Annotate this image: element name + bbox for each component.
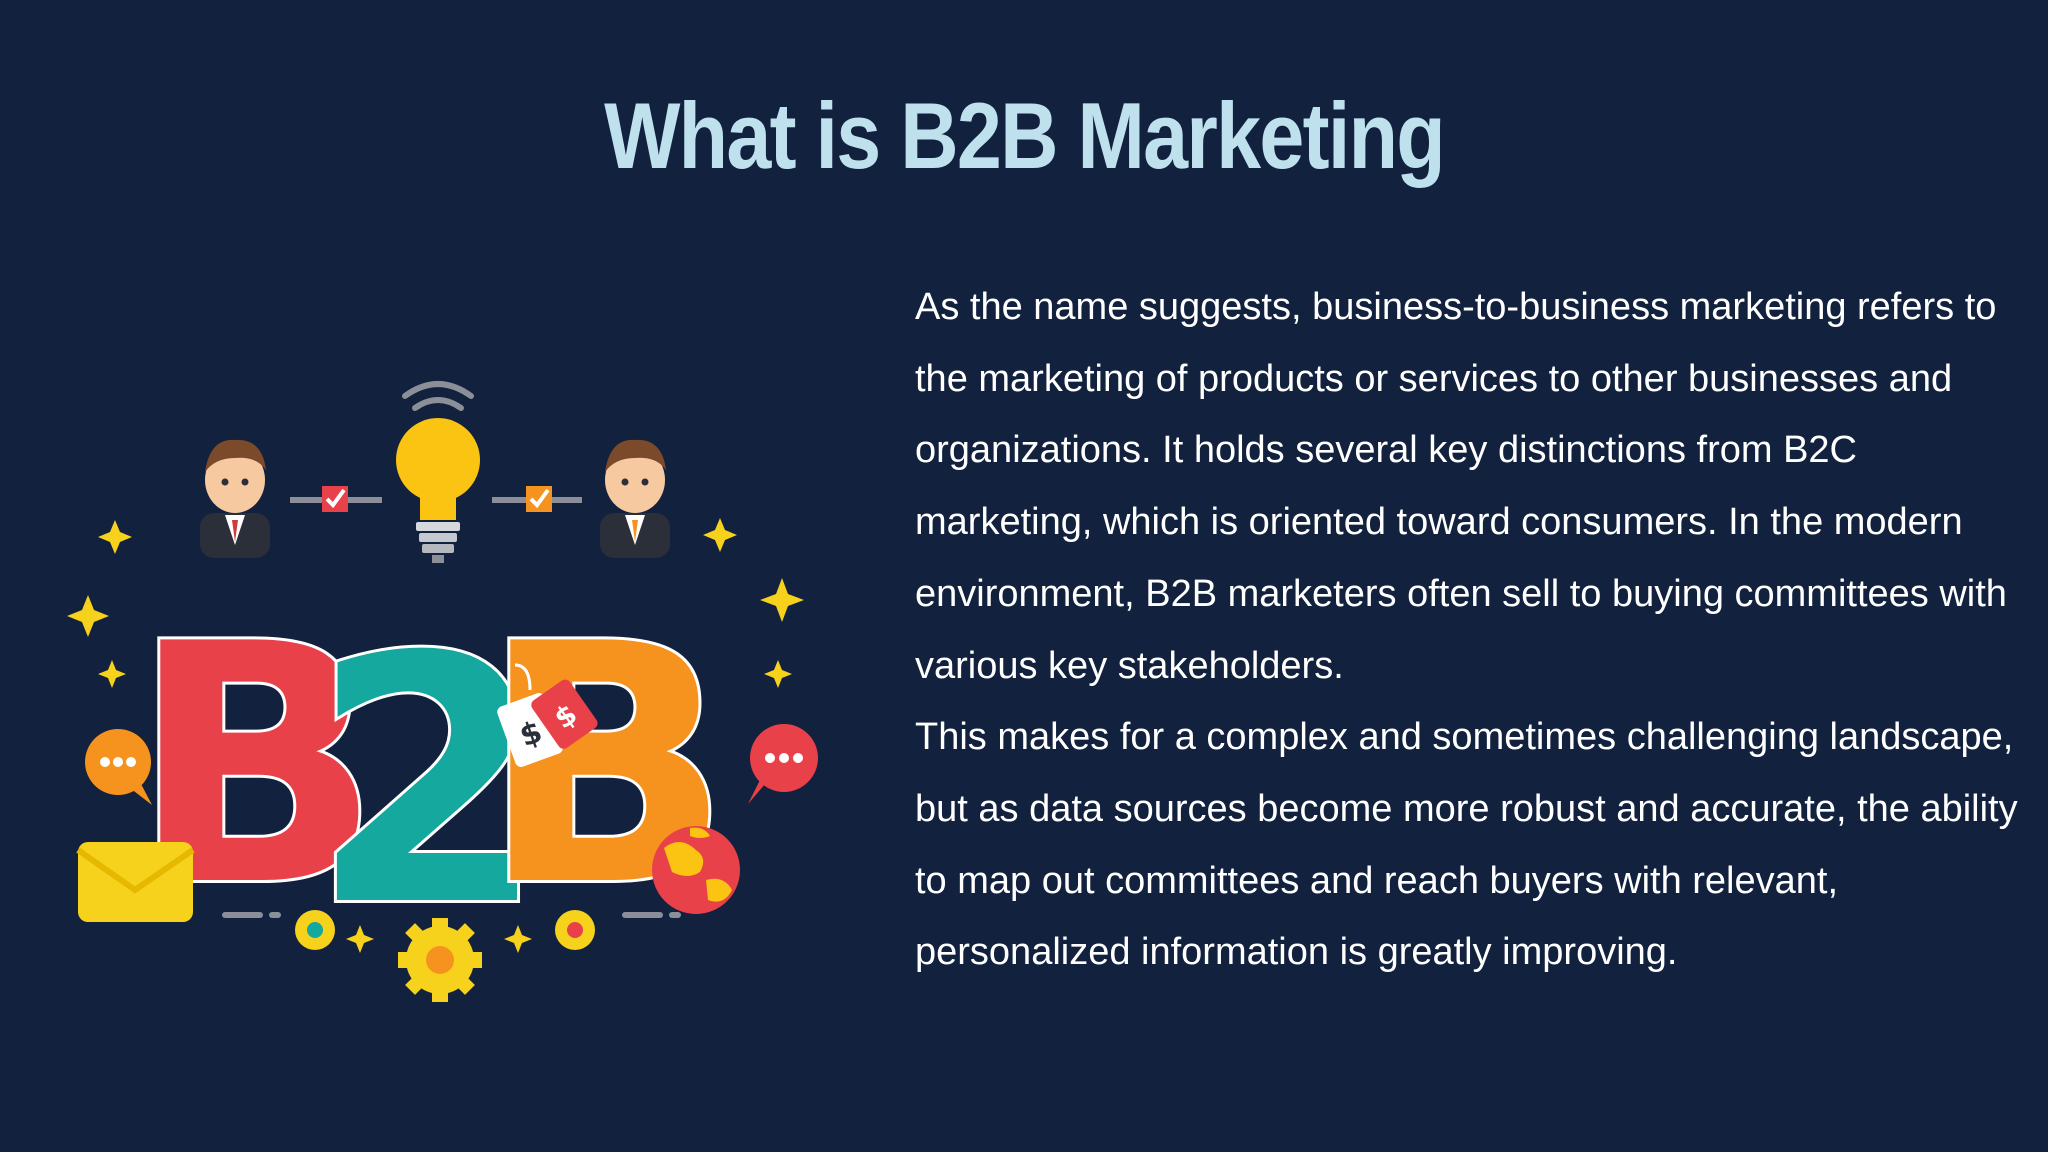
sparkle-icon [67, 518, 804, 953]
connector-left [290, 486, 382, 512]
speech-bubble-icon [85, 729, 152, 805]
gear-icon [555, 910, 595, 950]
paragraph: This makes for a complex and sometimes c… [915, 716, 2018, 974]
speech-bubble-icon [748, 724, 818, 804]
connector-right [492, 486, 582, 512]
b2b-illustration: B 2 B $ $ [67, 381, 818, 1002]
price-tag-icon: $ $ [497, 663, 598, 767]
gear-icon [398, 918, 482, 1002]
globe-icon [652, 826, 740, 914]
lightbulb-icon [396, 418, 480, 563]
body-text: As the name suggests, business-to-busine… [915, 272, 2025, 989]
paragraph: As the name suggests, business-to-busine… [915, 286, 2007, 687]
gear-icon [295, 910, 335, 950]
wifi-icon [402, 381, 474, 411]
slide-title: What is B2B Marketing [604, 83, 1446, 188]
letter-2-teal: 2 [310, 585, 547, 981]
b2b-letters: B 2 B [127, 571, 735, 984]
envelope-icon [76, 842, 195, 922]
businessman-icon [200, 439, 270, 558]
businessman-icon [600, 439, 670, 558]
letter-b-red: B [130, 574, 382, 958]
